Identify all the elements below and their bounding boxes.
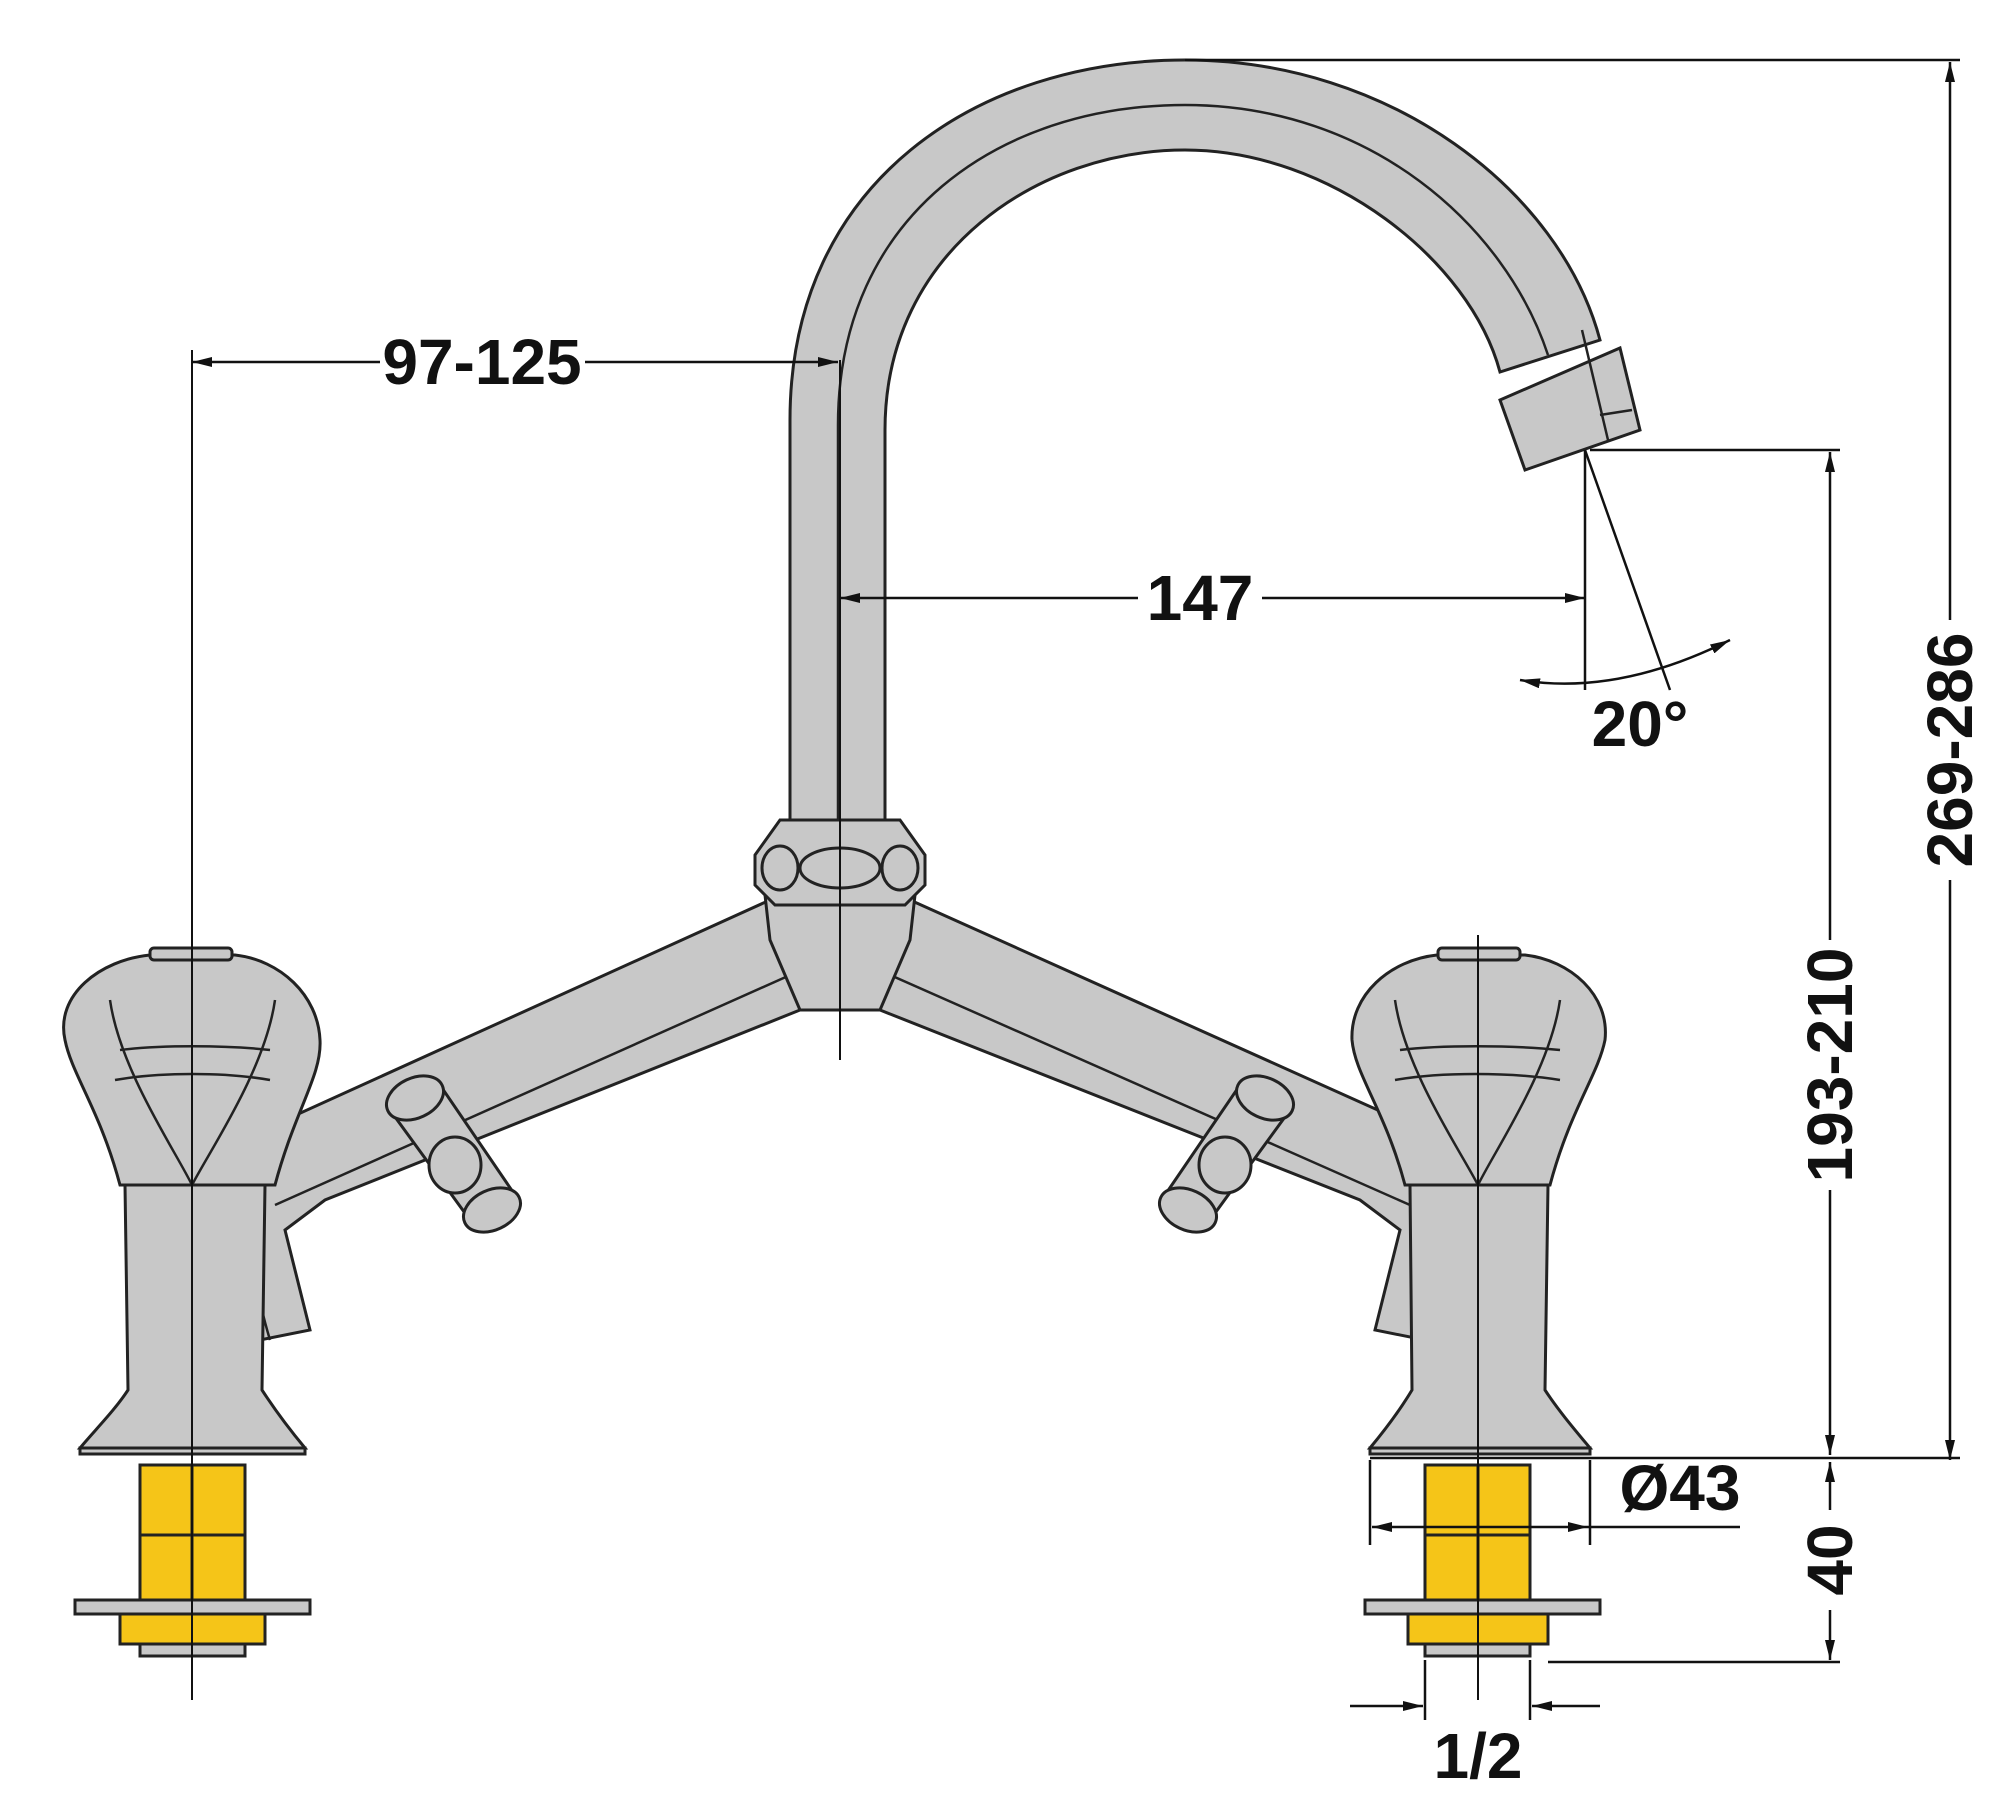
right-washer	[1363, 1598, 1602, 1616]
bridge-left-arm	[243, 897, 802, 1342]
right-base-flange	[1368, 1446, 1592, 1456]
aerator-body	[1498, 345, 1642, 472]
dim-thread-label: 1/2	[1434, 1720, 1523, 1792]
dim-total-height-label: 269-286	[1914, 633, 1986, 868]
bridge-right-arm	[878, 897, 1442, 1342]
dim-angle-label: 20°	[1592, 688, 1689, 760]
dimension-labels: 97-125 147 20° 269-286 193-210 40 Ø43 1/…	[382, 326, 1986, 1792]
dim-reach-label: 147	[1147, 562, 1254, 634]
right-union-nut	[1158, 1074, 1295, 1234]
bridge	[243, 818, 1442, 1342]
spout	[788, 58, 1642, 822]
spout-inner-line	[836, 103, 1550, 820]
aerator	[1498, 329, 1642, 472]
dim-base-diameter-label: Ø43	[1620, 1452, 1741, 1524]
spout-tube	[788, 58, 1602, 822]
dim-angle-line	[1583, 449, 1672, 691]
left-union-nut	[385, 1074, 522, 1234]
dim-spread-label: 97-125	[382, 326, 581, 398]
center-lines	[191, 350, 1479, 1700]
dim-shank-label: 40	[1794, 1524, 1866, 1595]
dim-outlet-height-label: 193-210	[1794, 948, 1866, 1183]
dimension-lines	[192, 58, 1960, 1720]
